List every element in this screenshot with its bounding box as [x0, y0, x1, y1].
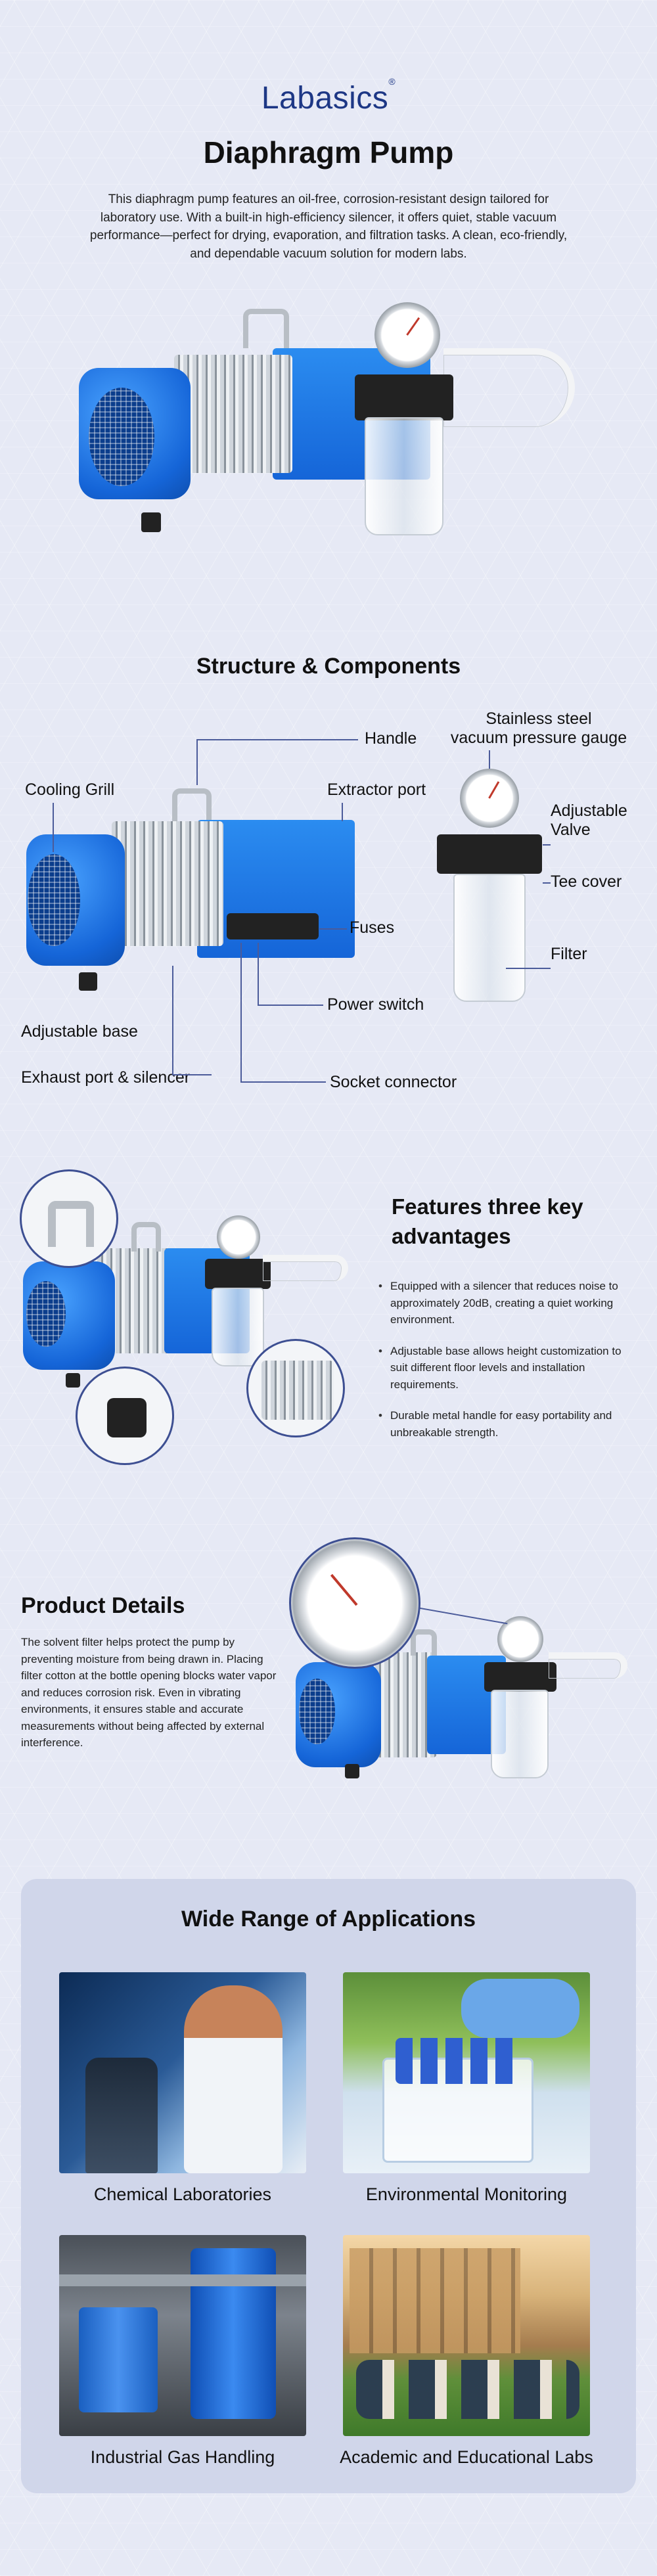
hero-pump-image: [76, 302, 581, 578]
det-jar: [491, 1690, 549, 1778]
details-title: Product Details: [21, 1593, 185, 1618]
adv-grill: [26, 1281, 66, 1347]
label-gauge-line2: vacuum pressure gauge: [450, 729, 627, 747]
structure-fuse-panel: [227, 913, 319, 939]
zoom-silencer: [261, 1361, 334, 1420]
label-adjustable-valve: Adjustable Valve: [551, 802, 627, 840]
filter-tee-cover: [355, 374, 453, 420]
cooling-fins: [174, 355, 292, 473]
structure-gauge: [460, 769, 519, 828]
app-image-chemical-lab: [59, 1972, 306, 2173]
label-adjustable-valve-line1: Adjustable: [551, 802, 627, 820]
det-foot: [345, 1764, 359, 1778]
details-image: [286, 1537, 634, 1800]
adv-tube: [263, 1255, 348, 1281]
structure-title: Structure & Components: [196, 654, 461, 679]
adv-gauge: [217, 1215, 260, 1259]
adjustable-base: [141, 512, 161, 532]
details-text: The solvent filter helps protect the pum…: [21, 1636, 277, 1749]
zoom-silencer-circle: [246, 1339, 345, 1437]
label-filter: Filter: [551, 945, 587, 963]
adv-foot: [66, 1373, 80, 1388]
scientist-figure: [184, 1985, 283, 2173]
label-cooling-grill: Cooling Grill: [25, 780, 115, 799]
structure-diagram: Handle Stainless steel vacuum pressure g…: [0, 710, 657, 1104]
zoom-handle: [48, 1201, 94, 1247]
advantages-list: Equipped with a silencer that reduces no…: [376, 1278, 639, 1455]
industrial-pipe: [59, 2274, 306, 2286]
adv-tee: [205, 1259, 271, 1289]
app-label-chemical-lab: Chemical Laboratories: [93, 2184, 272, 2204]
adv-handle: [131, 1222, 161, 1252]
intro-text: This diaphragm pump features an oil-free…: [89, 192, 568, 261]
cooling-grill: [89, 388, 154, 486]
advantage-item: Adjustable base allows height customizat…: [376, 1343, 639, 1393]
handle: [243, 309, 289, 348]
industrial-pump-small: [79, 2307, 158, 2412]
app-image-industrial: [59, 2235, 306, 2436]
advantages-image: [20, 1169, 361, 1472]
label-exhaust-port: Exhaust port & silencer: [21, 1068, 191, 1087]
label-adjustable-valve-line2: Valve: [551, 821, 591, 839]
vacuum-tube: [443, 348, 575, 427]
campus-building: [350, 2248, 520, 2353]
app-image-environmental: [343, 1972, 590, 2173]
structure-jar: [453, 874, 526, 1002]
label-gauge-line1: Stainless steel: [486, 710, 592, 728]
structure-fins: [112, 821, 223, 946]
label-adjustable-base: Adjustable base: [21, 1022, 138, 1041]
det-handle: [411, 1629, 437, 1656]
zoom-gauge-circle: [289, 1537, 420, 1669]
structure-tee: [437, 834, 542, 874]
advantage-item: Durable metal handle for easy portabilit…: [376, 1407, 639, 1441]
label-tee-cover: Tee cover: [551, 872, 622, 891]
glove-hand: [461, 1979, 579, 2038]
applications-title: Wide Range of Applications: [181, 1907, 476, 1932]
industrial-pump-large: [191, 2248, 276, 2419]
label-fuses: Fuses: [350, 918, 395, 937]
zoom-base-circle: [76, 1367, 174, 1465]
det-grill: [299, 1679, 335, 1744]
brand-logo: Labasics®: [0, 76, 657, 116]
label-socket-connector: Socket connector: [330, 1073, 457, 1091]
advantage-item: Equipped with a silencer that reduces no…: [376, 1278, 639, 1328]
zoom-base: [107, 1398, 147, 1437]
advantages-title: Features three key advantages: [392, 1194, 583, 1248]
page-title: Diaphragm Pump: [203, 135, 454, 169]
filter-jar: [365, 417, 443, 535]
structure-grill: [28, 854, 80, 946]
label-handle: Handle: [365, 729, 417, 748]
pressure-gauge: [374, 302, 440, 368]
students-group: [356, 2360, 579, 2419]
structure-handle: [172, 788, 212, 825]
microscope-shape: [85, 2058, 158, 2173]
adv-jar: [212, 1288, 264, 1367]
zoom-handle-circle: [20, 1169, 118, 1268]
label-gauge: Stainless steel vacuum pressure gauge: [434, 710, 644, 748]
det-tube: [549, 1652, 627, 1679]
brand-name: Labasics: [261, 81, 389, 116]
label-power-switch: Power switch: [327, 995, 424, 1014]
app-label-environmental: Environmental Monitoring: [365, 2184, 568, 2204]
det-tee: [484, 1662, 556, 1692]
app-image-academic: [343, 2235, 590, 2436]
sample-caps: [396, 2038, 520, 2084]
label-extractor-port: Extractor port: [327, 780, 426, 799]
app-label-industrial: Industrial Gas Handling: [90, 2447, 275, 2467]
app-label-academic: Academic and Educational Labs: [340, 2447, 593, 2467]
structure-base: [79, 972, 97, 991]
brand-registered-mark: ®: [388, 76, 396, 87]
